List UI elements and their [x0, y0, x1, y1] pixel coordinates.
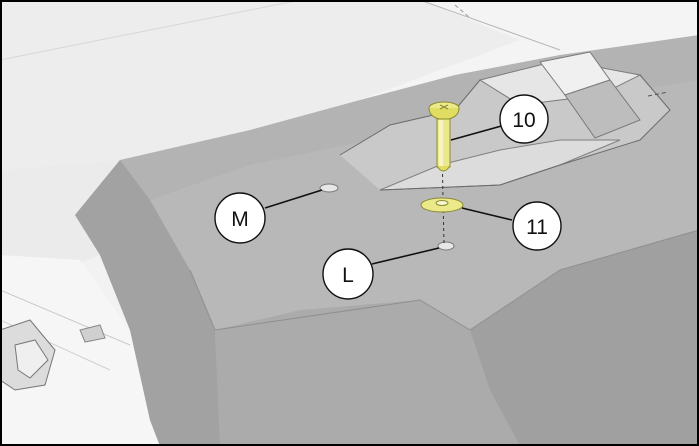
screw-part-10: [428, 101, 460, 172]
callout-m-label: M: [231, 208, 249, 231]
callout-10-label: 10: [512, 109, 535, 132]
hole-m: [319, 183, 339, 193]
leader-m: [264, 189, 323, 209]
left-panel: [0, 160, 120, 270]
lower-left-surface: [0, 255, 160, 446]
callout-11: 11: [512, 201, 562, 251]
leader-10: [450, 124, 506, 141]
leader-11: [461, 207, 513, 221]
washer-part-11: [420, 197, 464, 213]
callout-l-label: L: [342, 264, 354, 287]
callout-m: M: [214, 192, 266, 244]
alignment-line: [441, 149, 445, 246]
right-face: [470, 230, 699, 446]
lower-face: [215, 300, 520, 446]
callout-10: 10: [499, 94, 549, 144]
hole-l: [437, 241, 455, 251]
callout-l: L: [322, 248, 374, 300]
callout-11-label: 11: [526, 216, 548, 239]
leader-l: [371, 247, 440, 265]
upper-panel: [0, 0, 520, 170]
left-bevel: [75, 160, 220, 446]
